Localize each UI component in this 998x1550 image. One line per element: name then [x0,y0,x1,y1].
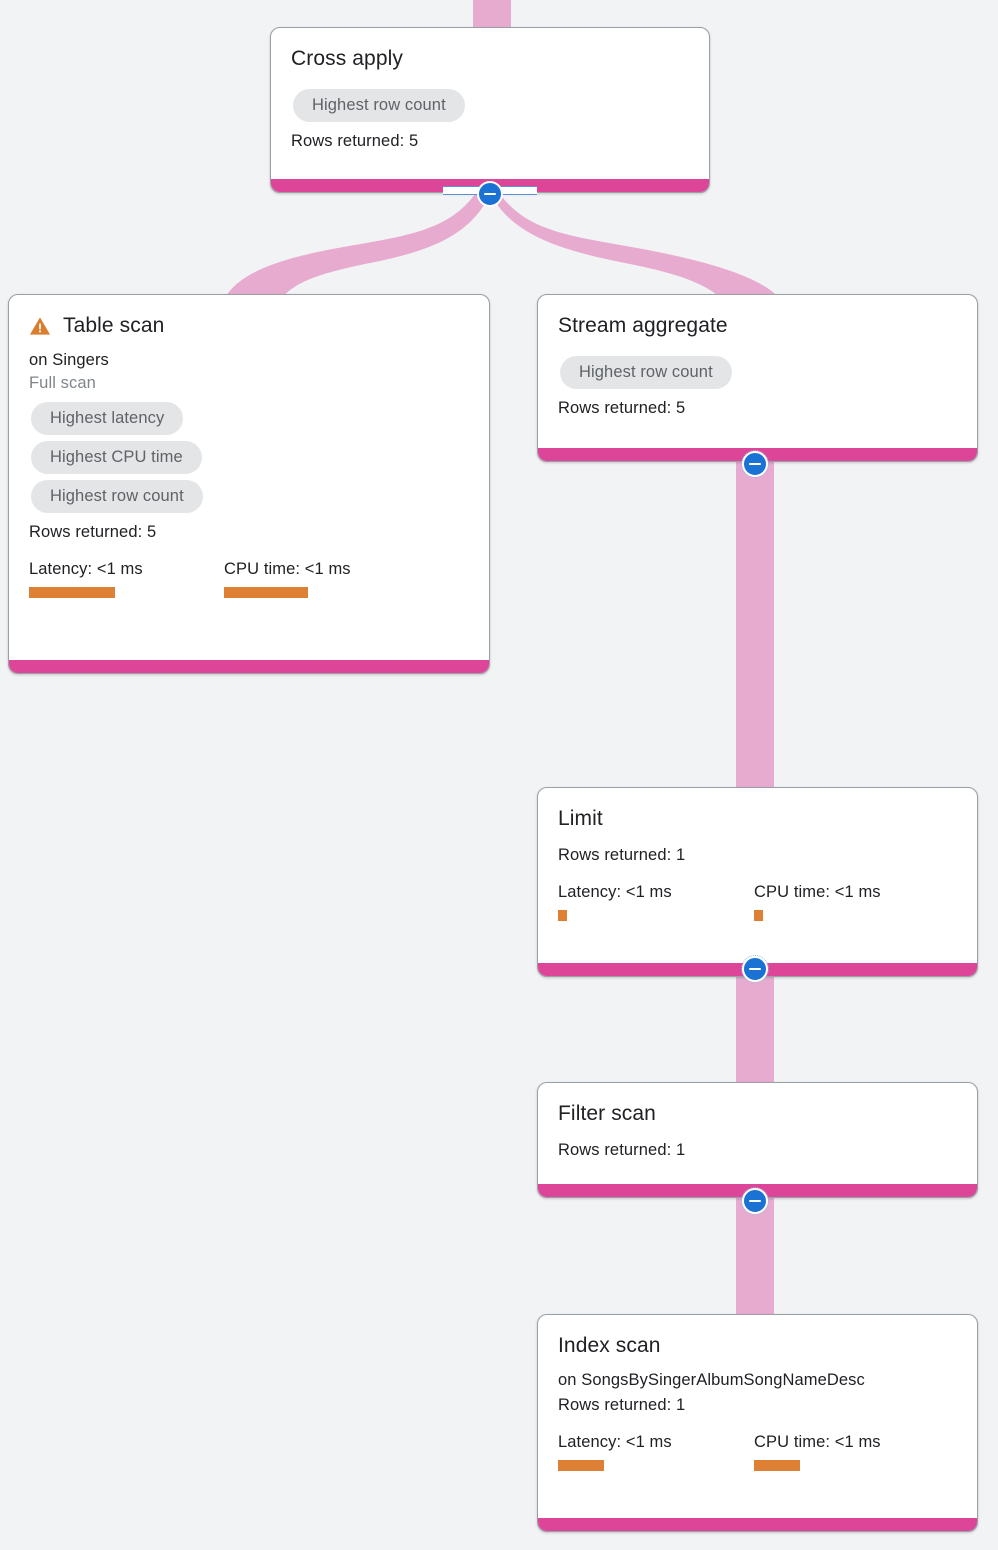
badge-highest-latency: Highest latency [31,402,184,435]
node-subtitle: on Singers [29,351,109,369]
metric-cpu-time: CPU time: <1 ms [754,1431,881,1471]
collapse-toggle-limit[interactable] [742,956,768,982]
rows-returned: Rows returned: 5 [29,523,157,541]
node-chip-list: Highest row count [558,356,957,389]
node-body: Filter scan Rows returned: 1 [538,1083,977,1184]
plan-node-filter-scan[interactable]: Filter scan Rows returned: 1 [537,1082,978,1198]
node-chip-list: Highest latency Highest CPU time Highest… [29,402,469,513]
collapse-toggle-filter-scan[interactable] [742,1188,768,1214]
plan-node-index-scan[interactable]: Index scan on SongsBySingerAlbumSongName… [537,1314,978,1532]
plan-node-table-scan[interactable]: Table scan on Singers Full scan Highest … [8,294,490,674]
node-title-row: Table scan [29,313,469,339]
metric-latency-label: Latency: <1 ms [29,560,143,578]
metric-cpu-time: CPU time: <1 ms [224,558,351,598]
metric-cpu-time: CPU time: <1 ms [754,881,881,921]
node-title-row: Stream aggregate [558,313,957,339]
node-metrics: Latency: <1 ms CPU time: <1 ms [558,1431,957,1471]
metric-cpu-time-bar [754,1460,800,1471]
plan-node-limit[interactable]: Limit Rows returned: 1 Latency: <1 ms CP… [537,787,978,977]
metric-latency: Latency: <1 ms [29,558,224,598]
node-chip-list: Highest row count [291,89,689,122]
node-metrics: Latency: <1 ms CPU time: <1 ms [29,558,469,598]
node-title: Table scan [63,314,165,337]
warning-triangle-icon [29,317,51,335]
node-scan-type: Full scan [29,374,96,392]
metric-latency-bar [29,587,115,598]
metric-latency-label: Latency: <1 ms [558,1433,672,1451]
metric-latency-bar [558,910,567,921]
rows-returned: Rows returned: 5 [558,399,686,417]
node-title: Index scan [558,1334,661,1357]
metric-cpu-time-label: CPU time: <1 ms [754,1433,881,1451]
node-metrics: Latency: <1 ms CPU time: <1 ms [558,881,957,921]
edge-cross-apply-to-table-scan [225,188,492,298]
badge-highest-row-count: Highest row count [560,356,732,389]
node-title: Filter scan [558,1102,656,1125]
metric-latency: Latency: <1 ms [558,1431,754,1471]
rows-returned: Rows returned: 1 [558,1396,686,1414]
metric-cpu-time-bar [754,910,763,921]
node-body: Cross apply Highest row count Rows retur… [271,28,709,179]
edge-limit-to-filter-scan [736,966,774,1086]
node-body: Limit Rows returned: 1 Latency: <1 ms CP… [538,788,977,963]
edge-root-inflow [473,0,511,28]
node-title: Limit [558,807,603,830]
badge-highest-cpu-time: Highest CPU time [31,441,202,474]
metric-latency-bar [558,1460,604,1471]
node-body: Stream aggregate Highest row count Rows … [538,295,977,448]
node-footer-bar [538,1518,977,1531]
node-footer-bar [9,660,489,673]
node-title: Stream aggregate [558,314,728,337]
rows-returned: Rows returned: 5 [291,132,419,150]
node-title-row: Index scan [558,1333,957,1359]
node-title-row: Filter scan [558,1101,957,1127]
node-body: Index scan on SongsBySingerAlbumSongName… [538,1315,977,1518]
edge-cross-apply-to-stream-aggregate [489,188,779,298]
node-subtitle: on SongsBySingerAlbumSongNameDesc [558,1371,865,1389]
metric-cpu-time-label: CPU time: <1 ms [754,883,881,901]
edge-filter-scan-to-index-scan [736,1198,774,1318]
plan-node-stream-aggregate[interactable]: Stream aggregate Highest row count Rows … [537,294,978,462]
plan-node-cross-apply[interactable]: Cross apply Highest row count Rows retur… [270,27,710,193]
node-title: Cross apply [291,47,403,70]
metric-latency: Latency: <1 ms [558,881,754,921]
collapse-toggle-stream-aggregate[interactable] [742,451,768,477]
rows-returned: Rows returned: 1 [558,1141,686,1159]
node-body: Table scan on Singers Full scan Highest … [9,295,489,660]
metric-latency-label: Latency: <1 ms [558,883,672,901]
node-title-row: Limit [558,806,957,832]
metric-cpu-time-label: CPU time: <1 ms [224,560,351,578]
badge-highest-row-count: Highest row count [31,480,203,513]
node-title-row: Cross apply [291,46,689,72]
metric-cpu-time-bar [224,587,308,598]
edge-stream-aggregate-to-limit [736,462,774,792]
rows-returned: Rows returned: 1 [558,846,686,864]
badge-highest-row-count: Highest row count [293,89,465,122]
collapse-toggle-cross-apply[interactable] [477,181,503,207]
